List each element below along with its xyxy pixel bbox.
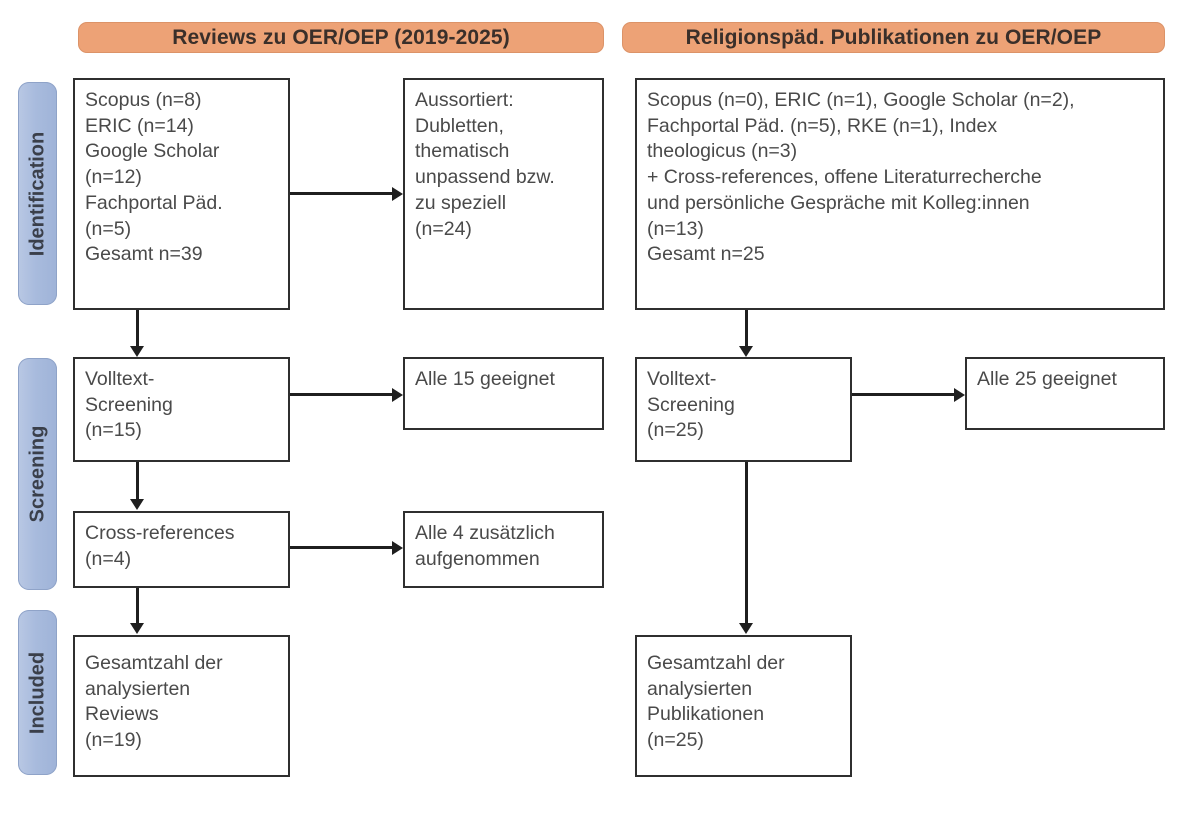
left-excluded-box: Aussortiert: Dubletten, thematisch unpas… — [403, 78, 604, 310]
left-cross-references-box: Cross-references (n=4) — [73, 511, 290, 588]
included-line: analysierten — [85, 677, 191, 700]
excluded-line: Dubletten, — [415, 114, 504, 137]
arrowhead-right-fulltext-to-result — [954, 388, 965, 402]
source-line: Fachportal Päd. — [85, 191, 223, 214]
arrowhead-left-ident-to-screening — [130, 346, 144, 357]
fulltext-result-line: Alle 15 geeignet — [415, 368, 555, 390]
arrowhead-right-ident-to-screening — [739, 346, 753, 357]
source-line: (n=13) — [647, 217, 704, 240]
included-line-count: (n=25) — [647, 729, 704, 752]
stage-pill-included: Included — [18, 610, 57, 775]
arrowhead-left-fulltext-to-crossrefs — [130, 499, 144, 510]
crossref-line: Cross-references — [85, 522, 235, 544]
crossref-line-count: (n=4) — [85, 547, 132, 570]
arrowhead-left-fulltext-to-result — [392, 388, 403, 402]
connector-right-ident-to-screening — [745, 310, 748, 348]
connector-left-fulltext-to-result — [290, 393, 394, 396]
source-line: Scopus (n=8) — [85, 89, 202, 111]
source-line: (n=5) — [85, 217, 132, 240]
crossref-result-line: Alle 4 zusätzlich — [415, 522, 555, 544]
included-line: Gesamtzahl der — [85, 652, 223, 674]
source-line: theologicus (n=3) — [647, 140, 798, 163]
fulltext-result-line: Alle 25 geeignet — [977, 368, 1117, 390]
excluded-line: unpassend bzw. — [415, 166, 555, 189]
stage-label-screening: Screening — [26, 425, 48, 523]
banner-left: Reviews zu OER/OEP (2019-2025) — [78, 22, 604, 53]
arrowhead-left-crossrefs-to-result — [392, 541, 403, 555]
included-line: analysierten — [647, 677, 753, 700]
excluded-line-count: (n=24) — [415, 217, 472, 240]
arrowhead-left-crossrefs-to-included — [130, 623, 144, 634]
connector-right-fulltext-to-included — [745, 462, 748, 625]
fulltext-line: Screening — [85, 393, 173, 416]
connector-left-to-excluded — [290, 192, 394, 195]
source-line: und persönliche Gespräche mit Kolleg:inn… — [647, 191, 1030, 214]
fulltext-line: Volltext- — [85, 368, 155, 390]
stage-pill-screening: Screening — [18, 358, 57, 590]
excluded-line: zu speziell — [415, 191, 507, 214]
source-line-total: Gesamt n=25 — [647, 243, 765, 266]
source-line: (n=12) — [85, 166, 142, 189]
included-line-count: (n=19) — [85, 729, 142, 752]
stage-pill-identification: Identification — [18, 82, 57, 305]
arrowhead-right-fulltext-to-included — [739, 623, 753, 634]
crossref-result-line: aufgenommen — [415, 547, 540, 570]
fulltext-line-count: (n=25) — [647, 419, 704, 442]
right-identification-sources-box: Scopus (n=0), ERIC (n=1), Google Scholar… — [635, 78, 1165, 310]
left-fulltext-result-box: Alle 15 geeignet — [403, 357, 604, 430]
source-line: Fachportal Päd. (n=5), RKE (n=1), Index — [647, 114, 998, 137]
right-fulltext-result-box: Alle 25 geeignet — [965, 357, 1165, 430]
left-cross-references-result-box: Alle 4 zusätzlich aufgenommen — [403, 511, 604, 588]
included-line: Reviews — [85, 703, 159, 726]
arrowhead-left-to-excluded — [392, 187, 403, 201]
excluded-line: thematisch — [415, 140, 510, 163]
connector-left-fulltext-to-crossrefs — [136, 462, 139, 501]
connector-left-ident-to-screening — [136, 310, 139, 348]
source-line: + Cross-references, offene Literaturrech… — [647, 166, 1042, 189]
stage-label-identification: Identification — [26, 131, 48, 256]
included-line: Publikationen — [647, 703, 765, 726]
fulltext-line-count: (n=15) — [85, 419, 142, 442]
excluded-line: Aussortiert: — [415, 89, 514, 111]
left-identification-sources-box: Scopus (n=8) ERIC (n=14) Google Scholar … — [73, 78, 290, 310]
banner-right: Religionspäd. Publikationen zu OER/OEP — [622, 22, 1165, 53]
connector-left-crossrefs-to-result — [290, 546, 394, 549]
stage-label-included: Included — [26, 651, 48, 734]
included-line: Gesamtzahl der — [647, 652, 785, 674]
connector-right-fulltext-to-result — [852, 393, 956, 396]
source-line: Scopus (n=0), ERIC (n=1), Google Scholar… — [647, 89, 1075, 111]
left-fulltext-screening-box: Volltext- Screening (n=15) — [73, 357, 290, 462]
fulltext-line: Volltext- — [647, 368, 717, 390]
connector-left-crossrefs-to-included — [136, 588, 139, 625]
fulltext-line: Screening — [647, 393, 735, 416]
source-line-total: Gesamt n=39 — [85, 243, 203, 266]
source-line: Google Scholar — [85, 140, 220, 163]
right-fulltext-screening-box: Volltext- Screening (n=25) — [635, 357, 852, 462]
source-line: ERIC (n=14) — [85, 114, 194, 137]
left-included-total-box: Gesamtzahl der analysierten Reviews (n=1… — [73, 635, 290, 777]
right-included-total-box: Gesamtzahl der analysierten Publikatione… — [635, 635, 852, 777]
